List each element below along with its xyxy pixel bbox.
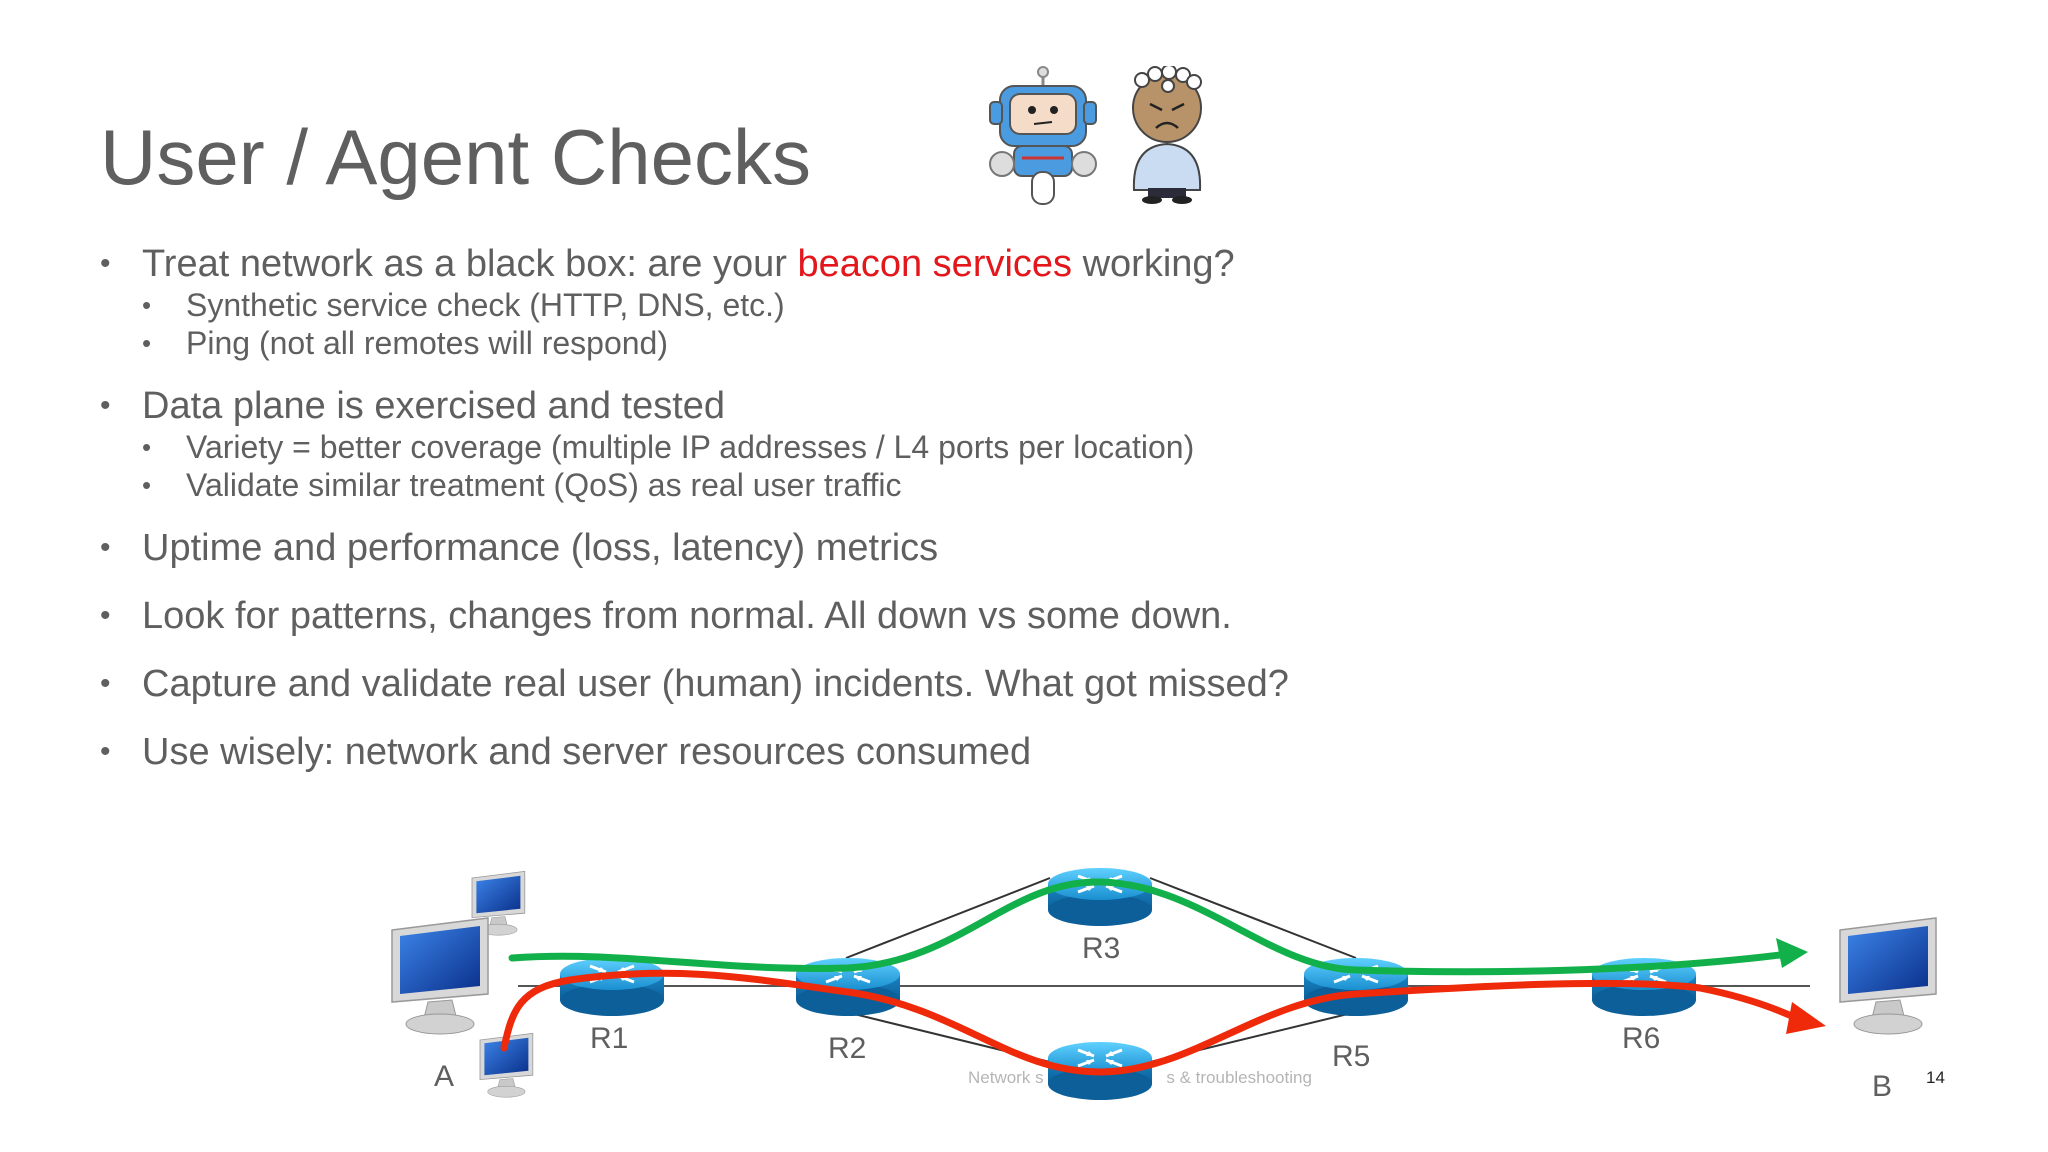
- sub-bullet-text: Variety = better coverage (multiple IP a…: [186, 429, 1195, 465]
- router-icon-r1: [558, 956, 666, 1018]
- sub-bullet-item: • Validate similar treatment (QoS) as re…: [100, 466, 1700, 504]
- router-label-r2: R2: [828, 1032, 867, 1065]
- bullet-marker: •: [100, 389, 111, 422]
- bullet-list: • Treat network as a black box: are your…: [100, 242, 1700, 774]
- bullet-marker: •: [100, 247, 111, 280]
- grumpy-user-icon: [1122, 64, 1212, 211]
- bullet-marker: •: [100, 599, 111, 632]
- sub-bullet-item: • Ping (not all remotes will respond): [100, 324, 1700, 362]
- red-arrowhead: [1786, 1002, 1826, 1034]
- router-label-r5: R5: [1332, 1040, 1371, 1073]
- robot-icon: [988, 66, 1100, 211]
- endpoint-label-b: B: [1872, 1070, 1893, 1103]
- bullet-item: • Treat network as a black box: are your…: [100, 242, 1700, 286]
- bullet-item: • Uptime and performance (loss, latency)…: [100, 526, 1700, 570]
- sub-bullet-item: • Variety = better coverage (multiple IP…: [100, 428, 1700, 466]
- bullet-text: Treat network as a black box: are your: [142, 243, 798, 285]
- computer-icon: [391, 917, 489, 1035]
- bullet-text: Look for patterns, changes from normal. …: [142, 595, 1232, 637]
- bullet-marker: •: [142, 290, 152, 320]
- footer-text: Network s s & troubleshooting: [968, 1068, 1312, 1087]
- router-label-r6: R6: [1622, 1022, 1661, 1055]
- bullet-item: • Capture and validate real user (human)…: [100, 662, 1700, 706]
- sub-bullet-text: Synthetic service check (HTTP, DNS, etc.…: [186, 287, 785, 323]
- bullet-text: Uptime and performance (loss, latency) m…: [142, 527, 939, 569]
- bullet-marker: •: [100, 667, 111, 700]
- highlight-text: beacon services: [797, 243, 1073, 285]
- router-icon-r3: [1046, 866, 1154, 928]
- bullet-marker: •: [142, 432, 152, 462]
- bullet-text: working?: [1072, 243, 1235, 285]
- router-label-r1: R1: [590, 1022, 629, 1055]
- bullet-text: Use wisely: network and server resources…: [142, 731, 1032, 773]
- sub-bullet-text: Ping (not all remotes will respond): [186, 325, 668, 361]
- bullet-marker: •: [142, 470, 152, 500]
- computer-icon: [1839, 917, 1937, 1035]
- bullet-marker: •: [100, 735, 111, 768]
- bullet-item: • Look for patterns, changes from normal…: [100, 594, 1700, 638]
- red-path: [500, 969, 1800, 1076]
- bullet-text: Data plane is exercised and tested: [142, 385, 726, 427]
- page-number: 14: [1926, 1068, 1945, 1087]
- sub-bullet-text: Validate similar treatment (QoS) as real…: [186, 467, 902, 503]
- bullet-item: • Data plane is exercised and tested: [100, 384, 1700, 428]
- green-path: [508, 878, 1784, 976]
- router-label-r3: R3: [1082, 932, 1121, 965]
- green-arrowhead: [1776, 938, 1808, 968]
- endpoint-label-a: A: [434, 1060, 455, 1093]
- bullet-marker: •: [100, 531, 111, 564]
- bullet-marker: •: [142, 328, 152, 358]
- sub-bullet-item: • Synthetic service check (HTTP, DNS, et…: [100, 286, 1700, 324]
- slide-title: User / Agent Checks: [100, 113, 811, 201]
- bullet-item: • Use wisely: network and server resourc…: [100, 730, 1700, 774]
- bullet-text: Capture and validate real user (human) i…: [142, 663, 1289, 705]
